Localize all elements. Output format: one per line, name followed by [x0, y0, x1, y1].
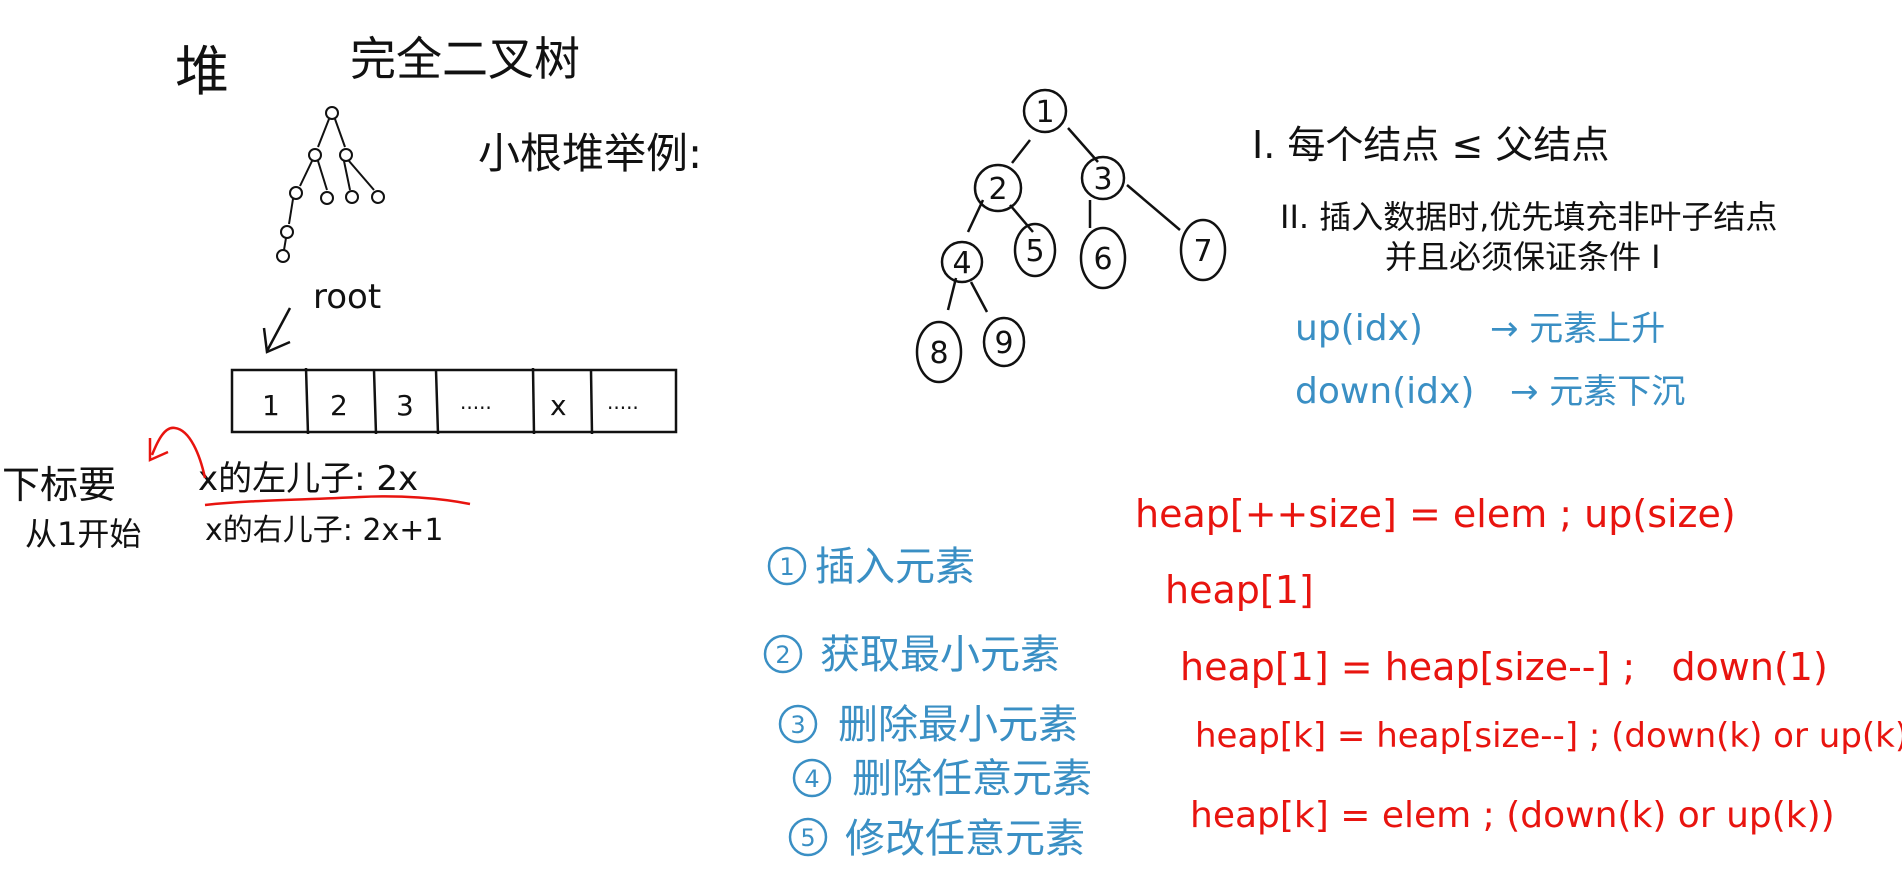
heap-title: 堆 — [175, 40, 229, 103]
operation-number-circle — [763, 634, 803, 674]
condition-2-line1: II. 插入数据时,优先填充非叶子结点 — [1280, 198, 1777, 236]
operation-code: heap[1] = heap[size--] ; down(1) — [1180, 645, 1828, 689]
operation-number: 2 — [775, 641, 790, 669]
right-child-formula: x的右儿子: 2x+1 — [205, 513, 443, 548]
operation-number: 5 — [800, 824, 815, 852]
down-function: down(idx) — [1295, 371, 1474, 412]
array-cell: ····· — [607, 396, 639, 420]
operation-code: heap[++size] = elem ; up(size) — [1135, 492, 1736, 536]
array-cell: 2 — [330, 389, 348, 422]
red-annotation — [148, 426, 471, 507]
operation-label: 删除任意元素 — [852, 756, 1092, 802]
sketch-tree — [276, 106, 385, 263]
tree-node-circle — [973, 163, 1023, 213]
operation-number: 4 — [804, 765, 819, 793]
operations-list — [763, 546, 832, 857]
tree-node-label: 8 — [929, 336, 948, 371]
root-arrow — [262, 307, 292, 354]
root-label: root — [313, 277, 381, 317]
array-cell: 3 — [396, 389, 414, 422]
operation-number-circle — [767, 546, 807, 586]
tree-node-circle — [1079, 226, 1127, 290]
index-note-line2: 从1开始 — [25, 515, 141, 553]
tree-node-circle — [940, 240, 984, 284]
tree-node-circle — [915, 320, 963, 384]
index-note-line1: 下标要 — [2, 463, 116, 507]
array-cell: x — [550, 389, 567, 422]
tree-node-label: 4 — [952, 246, 971, 281]
operation-label: 获取最小元素 — [820, 632, 1060, 678]
tree-node-label: 6 — [1093, 242, 1112, 277]
left-child-formula: x的左儿子: 2x — [198, 459, 418, 499]
up-function: up(idx) — [1295, 308, 1423, 349]
tree-node-label: 9 — [994, 326, 1013, 361]
tree-node-label: 2 — [988, 172, 1007, 207]
heap-array-cells: 1 2 3 ····· x ····· — [262, 389, 639, 422]
tree-node-circle — [1013, 222, 1057, 278]
operation-code: heap[k] = heap[size--] ; (down(k) or up(… — [1195, 716, 1902, 756]
operation-number: 3 — [790, 711, 805, 739]
condition-2-line2: 并且必须保证条件 I — [1385, 238, 1661, 276]
down-description: → 元素下沉 — [1510, 372, 1685, 412]
array-cell: ····· — [460, 396, 492, 420]
operation-code: heap[k] = elem ; (down(k) or up(k)) — [1190, 795, 1835, 836]
tree-node-circle — [982, 316, 1026, 368]
tree-node-label: 3 — [1093, 162, 1112, 197]
operation-label: 插入元素 — [815, 544, 975, 590]
tree-node-label: 7 — [1193, 234, 1212, 269]
tree-node-circle — [1080, 155, 1126, 201]
operation-number-circle — [788, 817, 828, 857]
operation-number-circle — [778, 704, 818, 744]
array-cell: 1 — [262, 389, 280, 422]
complete-binary-tree-label: 完全二叉树 — [350, 32, 580, 86]
tree-node-circle — [1179, 218, 1227, 282]
min-heap-tree: 1 2 3 4 5 6 7 8 9 — [915, 88, 1227, 384]
operation-number: 1 — [779, 553, 794, 581]
tree-node-label: 5 — [1025, 234, 1044, 269]
up-description: → 元素上升 — [1490, 309, 1665, 349]
operation-code: heap[1] — [1165, 568, 1314, 612]
tree-node-label: 1 — [1035, 95, 1054, 130]
condition-1: I. 每个结点 ≤ 父结点 — [1252, 123, 1609, 167]
operation-label: 修改任意元素 — [845, 816, 1085, 862]
min-heap-example-label: 小根堆举例: — [478, 129, 702, 178]
operation-label: 删除最小元素 — [838, 702, 1078, 748]
tree-node-circle — [1022, 88, 1068, 134]
operation-number-circle — [792, 758, 832, 798]
heap-array — [230, 367, 678, 435]
